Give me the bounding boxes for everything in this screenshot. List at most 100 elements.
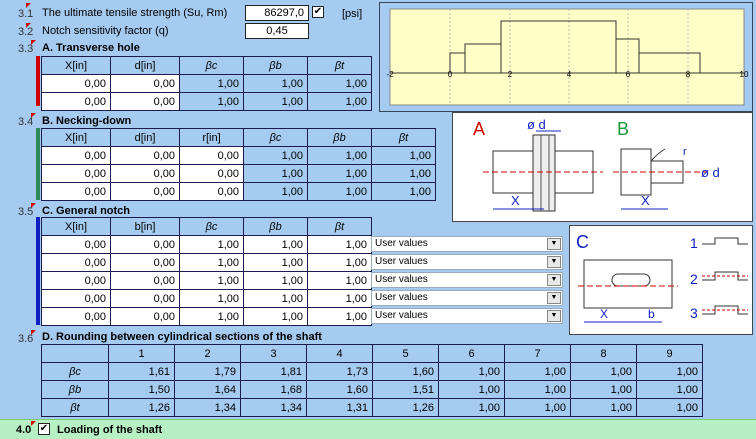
cell-input[interactable]: 1,00: [243, 271, 308, 290]
notch-type-select[interactable]: User values ▼: [371, 272, 563, 288]
cell-input[interactable]: 1,00: [243, 307, 308, 326]
cell-value: 1,00: [307, 164, 372, 183]
cell-value: 1,00: [307, 146, 372, 165]
col-header: 6: [438, 344, 505, 363]
x-dimension-label: X: [511, 193, 520, 208]
loading-section-title: Loading of the shaft: [57, 424, 163, 436]
cell-input[interactable]: 0,00: [41, 235, 111, 254]
cell-value: 1,00: [243, 92, 308, 111]
cell-input[interactable]: 1,00: [243, 235, 308, 254]
cell-value: 1,34: [174, 398, 241, 417]
chevron-down-icon[interactable]: ▼: [547, 310, 561, 322]
cell-input[interactable]: 1,00: [179, 271, 244, 290]
cell-value: 1,26: [372, 398, 439, 417]
diagram-label-b: B: [617, 119, 629, 139]
cell-value: 1,00: [570, 362, 637, 381]
shaft-preview-panel: -2 0 2 4 6 8 10: [379, 2, 753, 112]
cell-input[interactable]: 0,00: [110, 146, 180, 165]
cell-input[interactable]: 1,00: [307, 271, 372, 290]
table-row: 0,00 0,00 1,00 1,00 1,00: [41, 307, 372, 326]
cell-input[interactable]: 0,00: [41, 74, 111, 93]
cell-input[interactable]: 1,00: [307, 289, 372, 308]
cell-input[interactable]: 1,00: [307, 235, 372, 254]
general-notch-diagram: C X b 1 2 3: [569, 225, 753, 335]
cell-input[interactable]: 0,00: [41, 307, 111, 326]
hole-necking-diagram: A B ø d X r ø d X: [452, 112, 753, 222]
cell-value: 1,60: [372, 362, 439, 381]
cell-input[interactable]: 1,00: [243, 289, 308, 308]
cell-input[interactable]: 0,00: [41, 271, 111, 290]
tensile-strength-field[interactable]: 86297,0: [245, 5, 309, 21]
section-c-title: C. General notch: [42, 205, 131, 217]
chevron-down-icon[interactable]: ▼: [547, 274, 561, 286]
col-header: X[in]: [41, 217, 111, 236]
red-corner-marker: [26, 3, 31, 8]
cell-input[interactable]: 0,00: [110, 182, 180, 201]
cell-input[interactable]: 0,00: [179, 182, 244, 201]
col-header: X[in]: [41, 128, 111, 147]
cell-input[interactable]: 1,00: [179, 289, 244, 308]
x-dimension-label-c: X: [600, 307, 608, 321]
cell-input[interactable]: 0,00: [179, 146, 244, 165]
cell-input[interactable]: 0,00: [110, 307, 180, 326]
cell-input[interactable]: 0,00: [110, 92, 180, 111]
cell-input[interactable]: 1,00: [179, 307, 244, 326]
cell-input[interactable]: 0,00: [41, 92, 111, 111]
notch-type-select[interactable]: User values ▼: [371, 254, 563, 270]
cell-value: 1,00: [504, 398, 571, 417]
cell-input[interactable]: 1,00: [307, 253, 372, 272]
chevron-down-icon[interactable]: ▼: [547, 238, 561, 250]
axis-tick: 10: [740, 70, 749, 79]
col-header: βt: [371, 128, 436, 147]
cell-value: 1,68: [240, 380, 307, 399]
notch-type-select[interactable]: User values ▼: [371, 236, 563, 252]
cell-value: 1,00: [636, 380, 703, 399]
row-number: 3.4: [18, 116, 34, 128]
notch-type-select[interactable]: User values ▼: [371, 290, 563, 306]
cell-input[interactable]: 0,00: [110, 235, 180, 254]
cell-value: 1,00: [636, 362, 703, 381]
cell-input[interactable]: 0,00: [110, 271, 180, 290]
loading-checkbox[interactable]: ✔: [38, 423, 50, 435]
red-corner-marker: [31, 113, 36, 118]
notch-type-3-label: 3: [690, 305, 698, 321]
section-c-color-bar: [36, 217, 40, 325]
cell-value: 1,00: [307, 182, 372, 201]
tensile-checkbox[interactable]: ✔: [312, 6, 324, 18]
red-corner-marker: [31, 421, 36, 426]
cell-input[interactable]: 0,00: [41, 164, 111, 183]
diagram-label-c: C: [576, 232, 589, 252]
section-b-color-bar: [36, 128, 40, 200]
cell-input[interactable]: 0,00: [41, 253, 111, 272]
cell-input[interactable]: 0,00: [110, 74, 180, 93]
cell-input[interactable]: 1,00: [243, 253, 308, 272]
chevron-down-icon[interactable]: ▼: [547, 292, 561, 304]
unit-label: [psi]: [342, 8, 363, 20]
cell-input[interactable]: 0,00: [41, 146, 111, 165]
cell-value: 1,00: [371, 164, 436, 183]
cell-value: 1,00: [243, 164, 308, 183]
shaft-preview-svg: -2 0 2 4 6 8 10: [386, 8, 749, 106]
cell-input[interactable]: 0,00: [41, 182, 111, 201]
cell-input[interactable]: 1,00: [179, 235, 244, 254]
col-header: βc: [243, 128, 308, 147]
cell-input[interactable]: 0,00: [110, 164, 180, 183]
col-header: βb: [307, 128, 372, 147]
cell-input[interactable]: 1,00: [307, 307, 372, 326]
cell-input[interactable]: 0,00: [110, 253, 180, 272]
cell-input[interactable]: 1,00: [179, 253, 244, 272]
notch-type-select[interactable]: User values ▼: [371, 308, 563, 324]
red-corner-marker: [31, 330, 36, 335]
cell-input[interactable]: 0,00: [179, 164, 244, 183]
cell-value: 1,60: [306, 380, 373, 399]
table-row: 0,00 0,00 0,00 1,00 1,00 1,00: [41, 182, 436, 201]
chevron-down-icon[interactable]: ▼: [547, 256, 561, 268]
table-row: 0,00 0,00 1,00 1,00 1,00: [41, 289, 372, 308]
axis-tick: 8: [686, 70, 691, 79]
cell-input[interactable]: 0,00: [41, 289, 111, 308]
cell-value: 1,00: [179, 74, 244, 93]
cell-input[interactable]: 0,00: [110, 289, 180, 308]
col-header: r[in]: [179, 128, 244, 147]
cell-value: 1,51: [372, 380, 439, 399]
loading-section-header[interactable]: 4.0 ✔ Loading of the shaft: [0, 419, 756, 439]
